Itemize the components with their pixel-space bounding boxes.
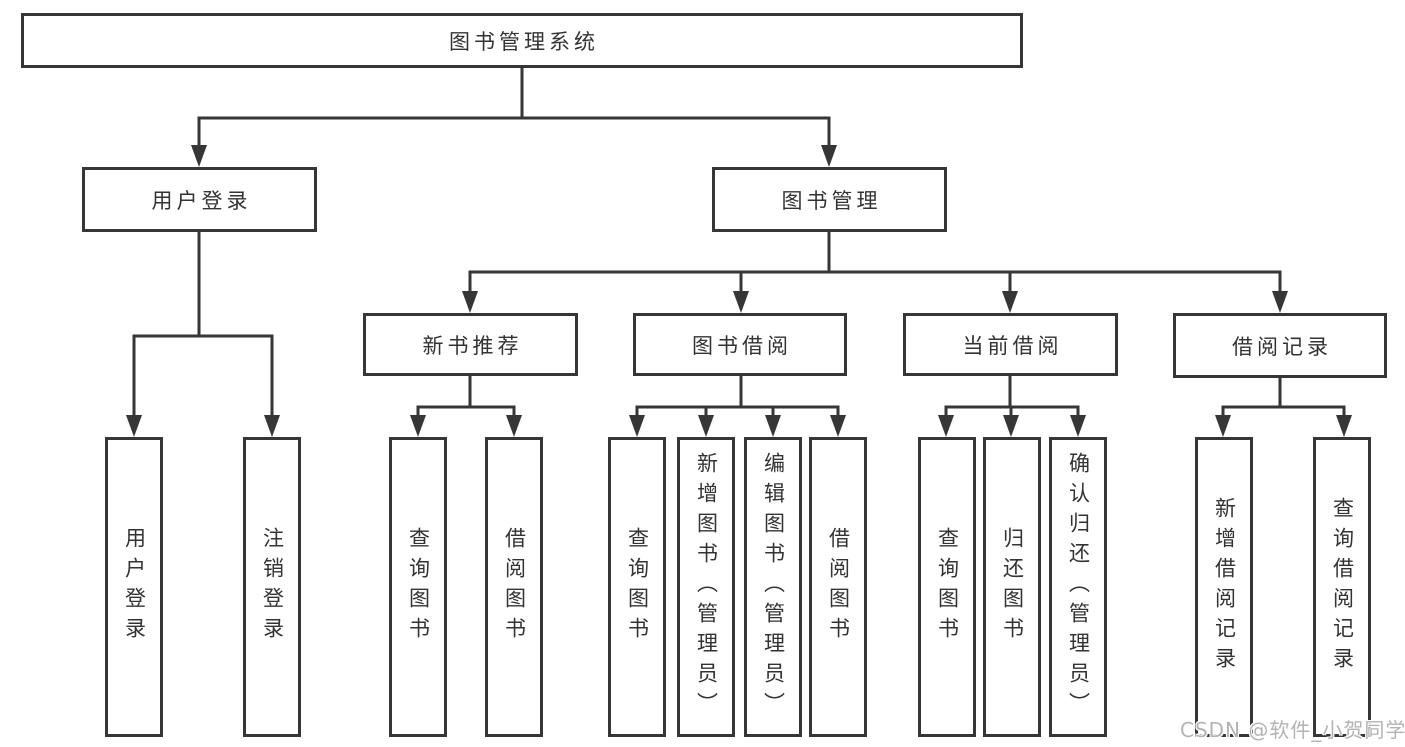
leaf-edit-book-admin-label: 编辑图书（管理员） xyxy=(761,452,786,722)
leaf-search-books-current: 查询图书 xyxy=(918,437,976,737)
arrowheads-borrow-records xyxy=(1215,415,1352,437)
arrowheads-level2 xyxy=(191,145,837,167)
leaf-search-borrow-record: 查询借阅记录 xyxy=(1313,437,1371,737)
leaf-logout: 注销登录 xyxy=(243,437,301,737)
node-book-management: 图书管理 xyxy=(712,167,947,232)
arrow-down-icon xyxy=(821,145,837,167)
connector-book-borrowing-to-leaves xyxy=(635,376,840,418)
arrow-down-icon xyxy=(733,291,749,313)
arrow-down-icon xyxy=(629,415,645,437)
leaf-return-books: 归还图书 xyxy=(983,437,1041,737)
node-new-book-recommendation-label: 新书推荐 xyxy=(422,333,523,358)
csdn-watermark: CSDN @软件_小贺同学 xyxy=(1180,718,1405,742)
arrowheads-book-borrowing xyxy=(629,415,846,437)
node-current-borrowing-label: 当前借阅 xyxy=(962,333,1063,358)
leaf-add-borrow-record: 新增借阅记录 xyxy=(1195,437,1253,737)
arrow-down-icon xyxy=(938,415,954,437)
arrow-down-icon xyxy=(191,145,207,167)
leaf-return-books-label: 归还图书 xyxy=(1000,527,1025,647)
connector-root-to-level2 xyxy=(197,68,831,150)
leaf-search-books-borrowing-label: 查询图书 xyxy=(625,527,650,647)
connector-user-login-to-leaves xyxy=(132,232,274,418)
leaf-borrow-books-recommend-label: 借阅图书 xyxy=(502,527,527,647)
arrowheads-current-borrowing xyxy=(938,415,1086,437)
node-user-login-label: 用户登录 xyxy=(151,188,252,213)
leaf-search-books-recommend: 查询图书 xyxy=(389,437,447,737)
leaf-logout-label: 注销登录 xyxy=(260,527,285,647)
connector-current-borrowing-to-leaves xyxy=(944,376,1080,418)
leaf-confirm-return-admin: 确认归还（管理员） xyxy=(1049,437,1107,737)
arrowheads-new-book xyxy=(410,415,522,437)
arrow-down-icon xyxy=(1003,415,1019,437)
connector-borrow-records-to-leaves xyxy=(1221,378,1346,418)
leaf-borrow-books-borrowing-label: 借阅图书 xyxy=(826,527,851,647)
leaf-borrow-books-recommend: 借阅图书 xyxy=(485,437,543,737)
leaf-add-book-admin-label: 新增图书（管理员） xyxy=(694,452,719,722)
arrow-down-icon xyxy=(264,415,280,437)
connector-book-management-to-level3 xyxy=(468,232,1282,295)
leaf-confirm-return-admin-label: 确认归还（管理员） xyxy=(1066,452,1091,722)
leaf-search-borrow-record-label: 查询借阅记录 xyxy=(1330,497,1355,677)
node-library-system-label: 图书管理系统 xyxy=(449,29,599,54)
leaf-search-books-recommend-label: 查询图书 xyxy=(406,527,431,647)
leaf-borrow-books-borrowing: 借阅图书 xyxy=(809,437,867,737)
node-book-management-label: 图书管理 xyxy=(781,188,882,213)
leaf-user-login: 用户登录 xyxy=(105,437,163,737)
arrow-down-icon xyxy=(1336,415,1352,437)
arrow-down-icon xyxy=(462,291,478,313)
arrow-down-icon xyxy=(1002,291,1018,313)
connector-new-book-to-leaves xyxy=(416,376,516,418)
arrow-down-icon xyxy=(1215,415,1231,437)
node-book-borrowing: 图书借阅 xyxy=(633,313,847,376)
leaf-add-borrow-record-label: 新增借阅记录 xyxy=(1212,497,1237,677)
leaf-add-book-admin: 新增图书（管理员） xyxy=(677,437,735,737)
arrow-down-icon xyxy=(506,415,522,437)
arrowheads-user-login xyxy=(126,415,280,437)
node-book-borrowing-label: 图书借阅 xyxy=(692,333,792,358)
node-library-system: 图书管理系统 xyxy=(21,13,1023,68)
node-borrow-records: 借阅记录 xyxy=(1173,313,1387,378)
arrow-down-icon xyxy=(410,415,426,437)
arrow-down-icon xyxy=(765,415,781,437)
leaf-user-login-label: 用户登录 xyxy=(122,527,147,647)
arrow-down-icon xyxy=(1070,415,1086,437)
arrowheads-level3 xyxy=(462,291,1288,313)
node-borrow-records-label: 借阅记录 xyxy=(1232,334,1332,359)
leaf-search-books-borrowing: 查询图书 xyxy=(608,437,666,737)
leaf-edit-book-admin: 编辑图书（管理员） xyxy=(744,437,802,737)
node-new-book-recommendation: 新书推荐 xyxy=(363,313,578,376)
arrow-down-icon xyxy=(698,415,714,437)
arrow-down-icon xyxy=(126,415,142,437)
node-current-borrowing: 当前借阅 xyxy=(903,313,1118,376)
node-user-login: 用户登录 xyxy=(82,167,317,232)
leaf-search-books-current-label: 查询图书 xyxy=(935,527,960,647)
arrow-down-icon xyxy=(830,415,846,437)
arrow-down-icon xyxy=(1272,291,1288,313)
